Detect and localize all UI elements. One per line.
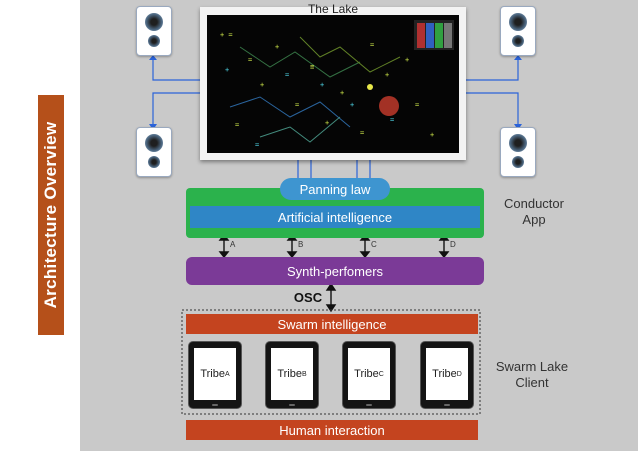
osc-label: OSC [293,290,323,305]
conductor-label-line1: Conductor [504,196,564,211]
svg-text:+: + [350,101,354,109]
synth-performers-block: Synth-perfomers [186,257,484,285]
svg-text:+: + [340,89,344,97]
svg-text:+: + [275,43,279,51]
svg-text:+: + [325,119,329,127]
channel-letter: D [450,240,456,249]
conductor-app-label: Conductor App [494,196,574,228]
speaker-icon [500,127,536,177]
channel-letter: B [298,240,304,249]
svg-text:+: + [260,81,264,89]
speaker-icon [136,127,172,177]
swarm-client-label-line2: Client [515,375,549,390]
svg-text:=: = [415,101,419,109]
conductor-label-line2: App [522,212,546,227]
svg-text:+: + [405,56,409,64]
svg-text:=: = [248,56,252,64]
svg-text:+: + [320,81,324,89]
lake-label: The Lake [307,2,359,16]
lake-visualization-image: + = = + ≡ + = + = + + = + = + = + = + = + = [207,15,459,153]
human-interaction-block: Human interaction [186,420,478,440]
swarm-lake-client-label: Swarm Lake Client [488,359,576,391]
channel-letter: C [371,240,377,249]
svg-text:+: + [385,71,389,79]
title-bar [38,95,64,335]
title-panel: Architecture Overview [0,0,80,451]
channel-letter: A [230,240,236,249]
artificial-intelligence-block: Artificial intelligence [190,206,480,228]
svg-text:=: = [370,41,374,49]
speaker-icon [500,6,536,56]
svg-text:+: + [225,66,229,74]
svg-text:=: = [255,141,259,149]
svg-text:=: = [285,71,289,79]
svg-text:=: = [390,116,394,124]
panning-law-block: Panning law [280,178,390,200]
speaker-icon [136,6,172,56]
svg-text:=: = [295,101,299,109]
lake-frame: + = = + ≡ + = + = + + = + = + = + = + = + = [200,7,466,160]
svg-text:≡: ≡ [310,63,314,71]
svg-text:+: + [430,131,434,139]
swarm-intelligence-block: Swarm intelligence [186,314,478,334]
swarm-client-label-line1: Swarm Lake [495,359,569,374]
svg-text:+ =: + = [220,31,233,39]
svg-text:=: = [360,129,364,137]
svg-text:=: = [235,121,239,129]
